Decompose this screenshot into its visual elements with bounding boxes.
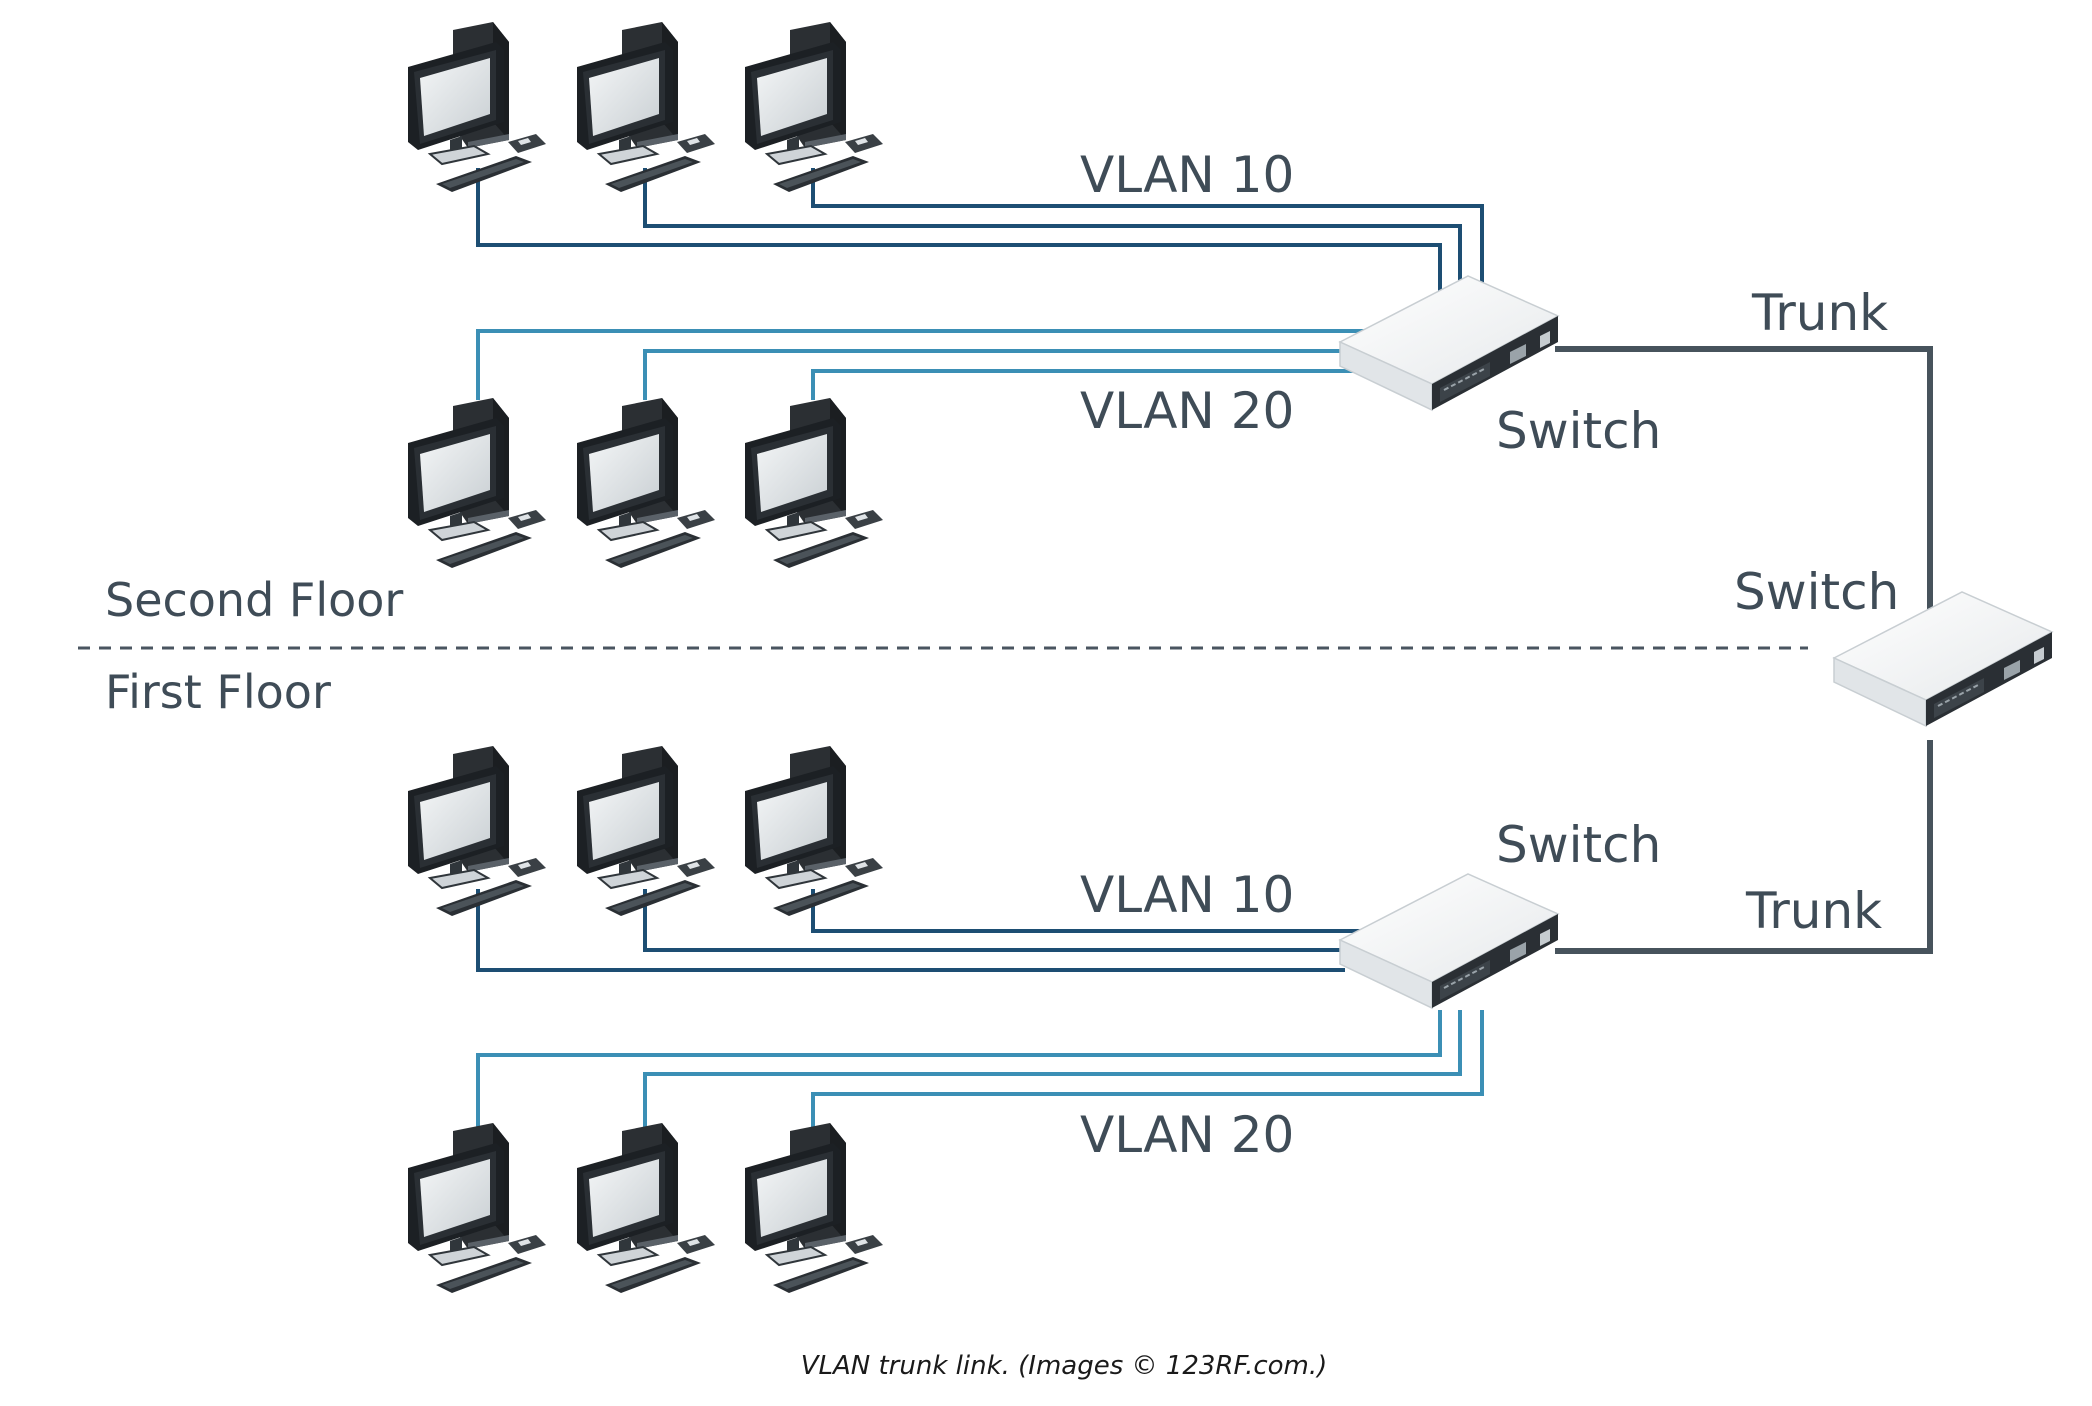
second-floor-vlan10-cables xyxy=(476,168,1484,300)
desktop-computer-icon xyxy=(744,1122,884,1294)
second-floor-vlan10-label: VLAN 10 xyxy=(1080,146,1294,204)
desktop-computer-icon xyxy=(576,21,716,193)
cable-vlan20-pc11 xyxy=(643,1010,1462,1128)
desktop-computer-icon xyxy=(576,397,716,569)
cable-vlan20-pc10 xyxy=(476,1010,1442,1128)
figure-caption: VLAN trunk link. (Images © 123RF.com.) xyxy=(801,1351,1328,1381)
cable-vlan20-pc6 xyxy=(811,369,1355,400)
desktop-computer-icon xyxy=(407,397,547,569)
second-floor-vlan20-cables xyxy=(476,329,1370,400)
desktop-computer-icon xyxy=(407,1122,547,1294)
cable-vlan20-pc5 xyxy=(643,349,1360,400)
cable-vlan20-pc12 xyxy=(811,1010,1484,1128)
second-floor-vlan20-label: VLAN 20 xyxy=(1080,382,1294,440)
lower-trunk-label: Trunk xyxy=(1745,882,1882,940)
core-switch-label: Switch xyxy=(1734,563,1899,621)
network-switch-icon xyxy=(1339,275,1559,411)
trunk-cable-lower xyxy=(1555,740,1933,954)
first-floor-vlan10-label: VLAN 10 xyxy=(1080,866,1294,924)
desktop-computer-icon xyxy=(744,397,884,569)
first-floor-vlan20-label: VLAN 20 xyxy=(1080,1106,1294,1164)
cable-vlan10-pc8 xyxy=(643,889,1350,952)
cable-vlan10-pc2 xyxy=(643,168,1462,300)
desktop-computer-icon xyxy=(744,21,884,193)
network-switch-icon xyxy=(1339,873,1559,1009)
cable-vlan10-pc1 xyxy=(476,168,1442,300)
cable-vlan10-pc3 xyxy=(811,168,1484,300)
first-floor-label: First Floor xyxy=(105,665,331,719)
first-floor-switch-label: Switch xyxy=(1496,816,1661,874)
desktop-computer-icon xyxy=(407,21,547,193)
cable-vlan10-pc7 xyxy=(476,889,1345,972)
trunk-cable-upper xyxy=(1555,346,1933,610)
first-floor-vlan20-cables xyxy=(476,1010,1484,1128)
upper-trunk-label: Trunk xyxy=(1751,284,1888,342)
second-floor-label: Second Floor xyxy=(105,573,403,627)
cable-vlan20-pc4 xyxy=(476,329,1370,400)
desktop-computer-icon xyxy=(576,1122,716,1294)
second-floor-switch-label: Switch xyxy=(1496,402,1661,460)
